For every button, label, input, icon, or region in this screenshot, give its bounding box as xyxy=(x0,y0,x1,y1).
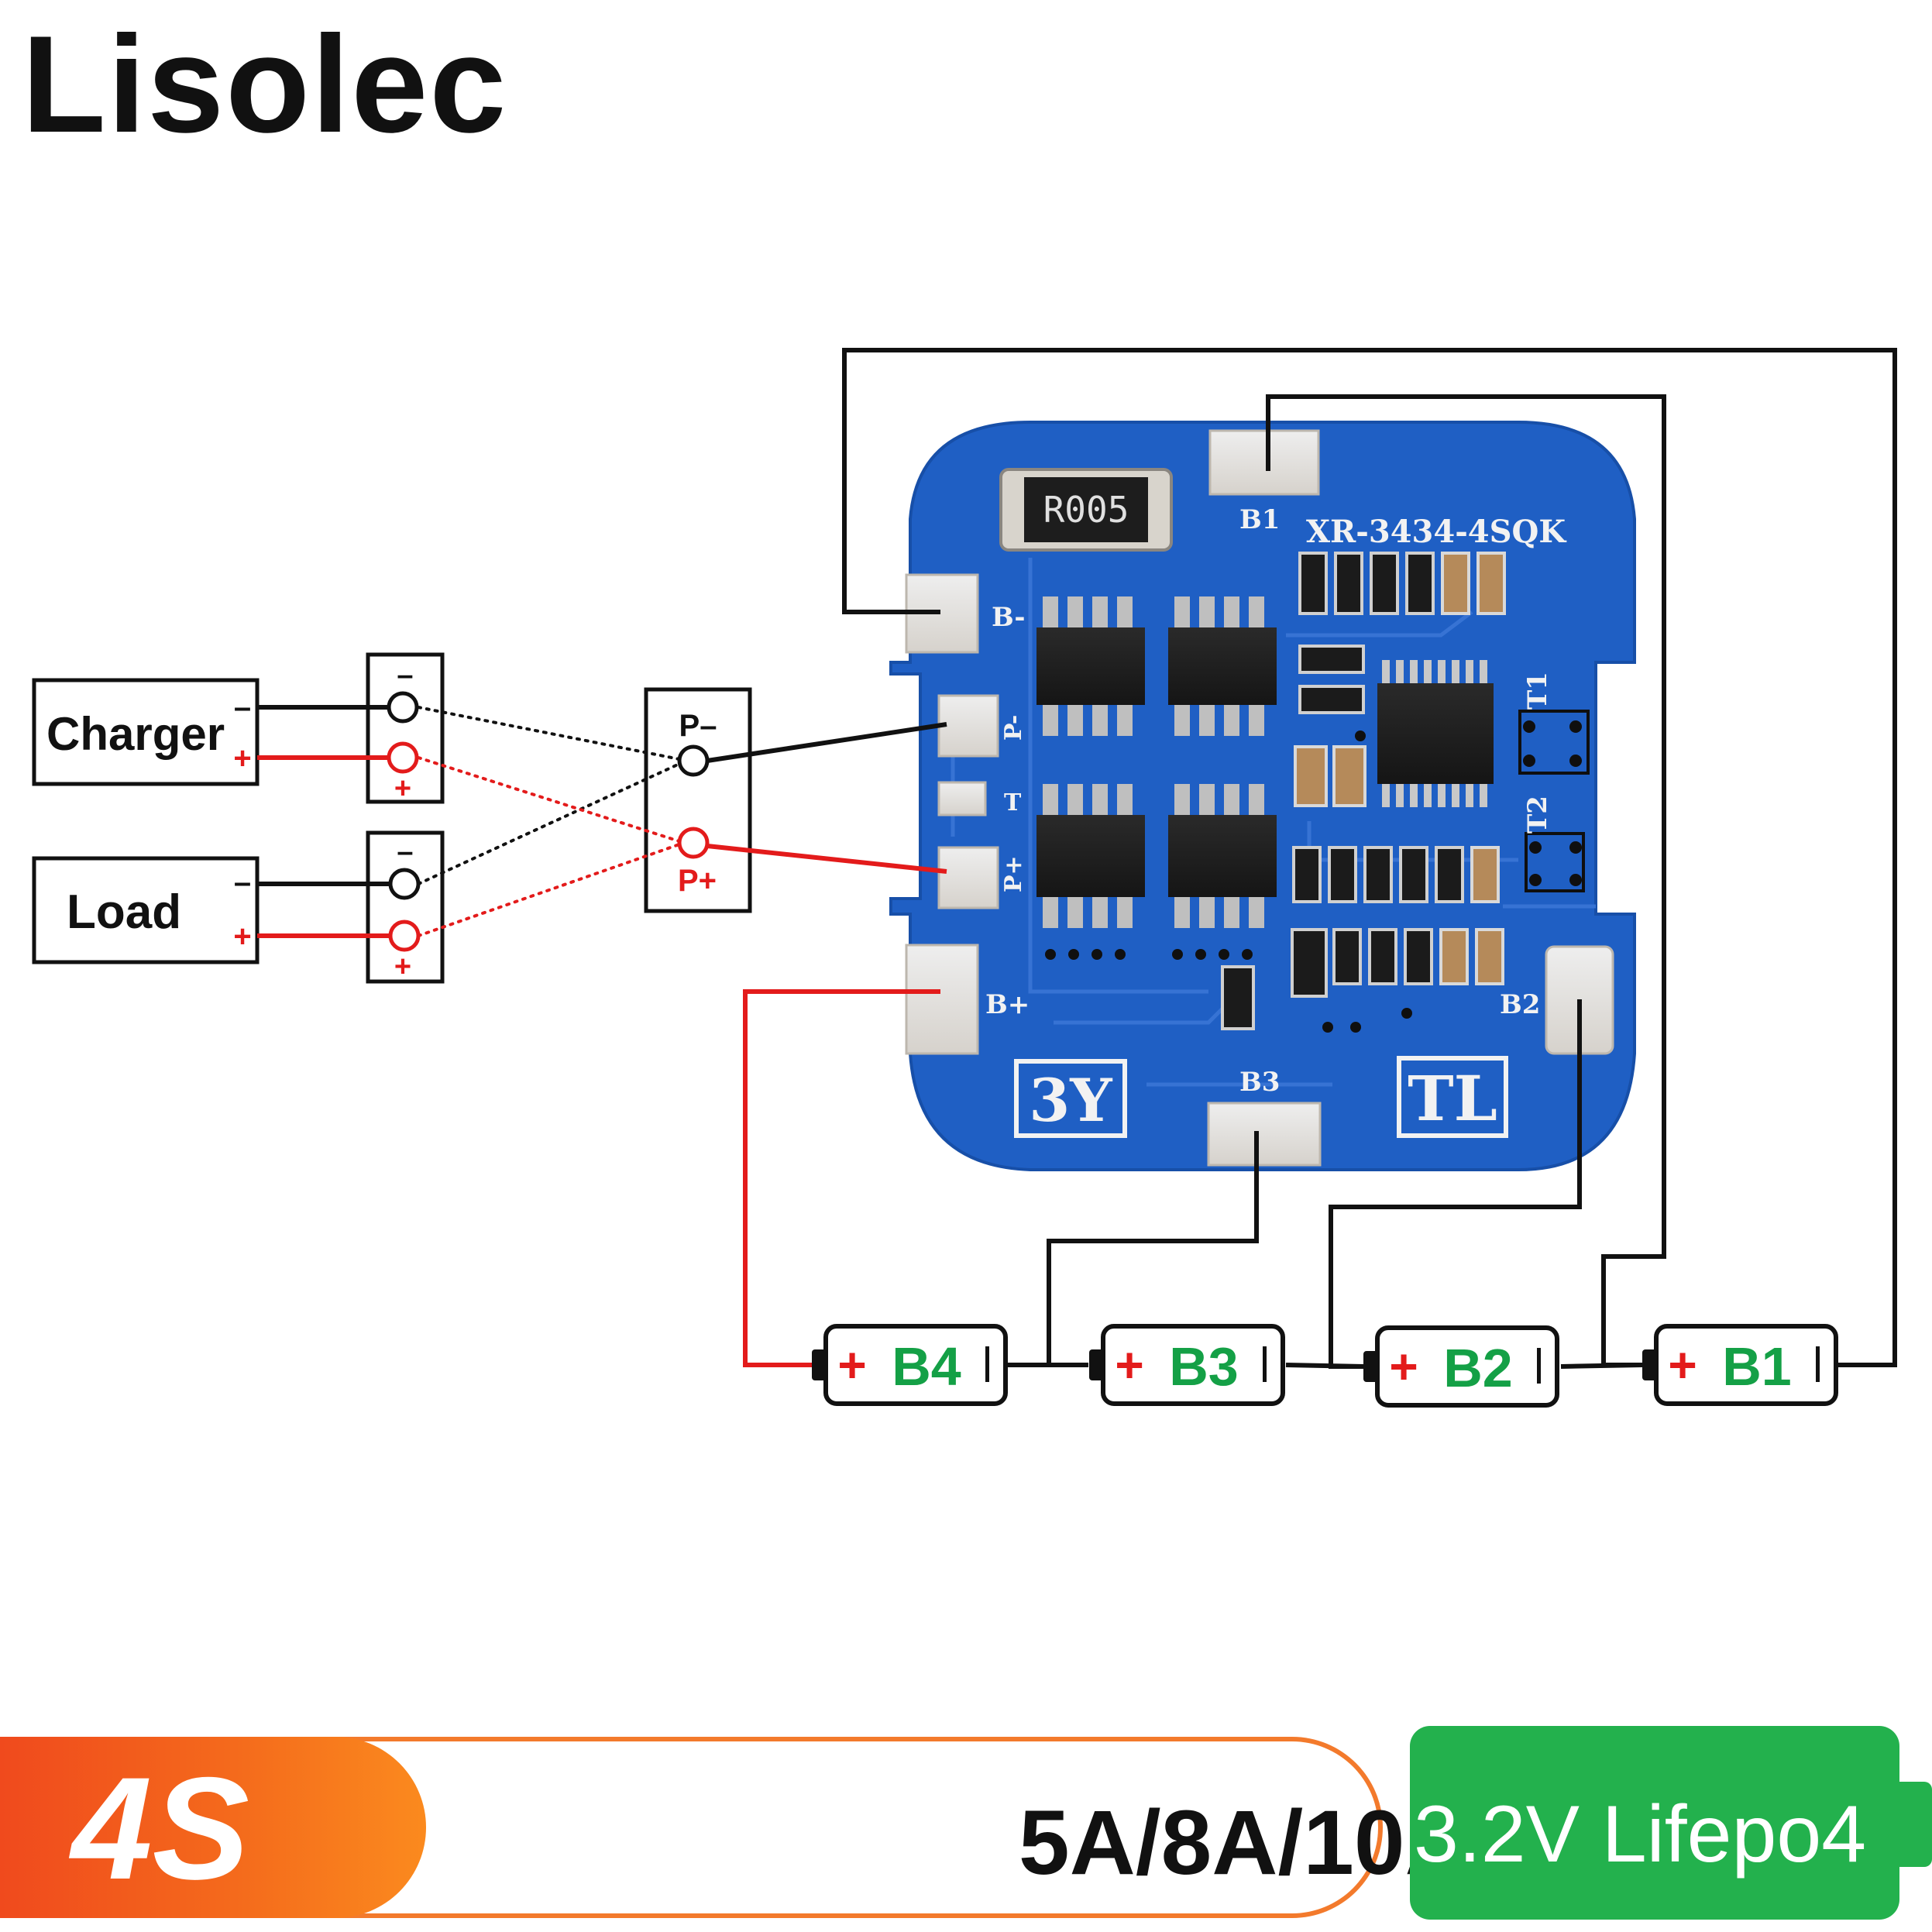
protection-ic xyxy=(1377,660,1494,807)
cell-b1-plus: + xyxy=(1668,1337,1697,1393)
chemistry-text: 3.2V Lifepo4 xyxy=(1414,1789,1867,1879)
load-plus-sign: + xyxy=(233,920,251,954)
sense-resistor: R005 xyxy=(999,468,1173,552)
mosfet-3 xyxy=(1036,784,1145,928)
resistor-code: R005 xyxy=(1043,489,1129,531)
terminal-p-minus-post xyxy=(677,744,710,777)
silk-b2: B2 xyxy=(1500,989,1540,1020)
silk-b3: B3 xyxy=(1239,1067,1280,1098)
series-tag: 4S xyxy=(0,1737,426,1918)
dot-load-plus-to-p-plus xyxy=(417,843,681,937)
cell-b1-label: B1 xyxy=(1722,1336,1791,1397)
mosfet-array xyxy=(1036,596,1277,960)
board-logo-3y-text: 3Y xyxy=(1029,1066,1112,1135)
passive-components xyxy=(1221,552,1590,1033)
chemistry-badge xyxy=(1410,1726,1899,1920)
battery-cells: + B4 + B3 + B2 + B1 xyxy=(812,1324,1838,1408)
wire-cell-link-b2-b1 xyxy=(1560,1363,1643,1369)
wire-b-plus-to-b4 xyxy=(743,989,940,1367)
cell-b3: + B3 xyxy=(1089,1324,1285,1406)
mosfet-2 xyxy=(1168,596,1277,736)
spec-banner: 5A/8A/10A 4S xyxy=(0,1729,1471,1923)
silk-p-minus: P- xyxy=(1000,715,1027,741)
cell-b3-label: B3 xyxy=(1169,1336,1238,1397)
terminal-p-plus-label: P+ xyxy=(678,864,717,898)
bms-board: R005 xyxy=(889,421,1636,1171)
cell-b4-label: B4 xyxy=(892,1336,961,1397)
charger-post-minus xyxy=(387,691,419,724)
brand-logo-text: Lisolec xyxy=(22,7,508,161)
pad-p-minus xyxy=(937,694,999,758)
charger-term-minus: – xyxy=(397,659,413,692)
charger-minus-sign: – xyxy=(234,690,251,724)
output-terminal-block: P– P+ xyxy=(644,687,752,913)
pad-b3 xyxy=(1207,1102,1322,1167)
cell-b4-plus: + xyxy=(837,1337,866,1393)
terminal-p-plus-post xyxy=(677,827,710,859)
silk-chip-model: XR-3434-4SQK xyxy=(1306,514,1566,550)
charger-post-plus xyxy=(387,741,419,774)
wire-cell-link-b3-b2 xyxy=(1285,1363,1364,1369)
cell-b4: + B4 xyxy=(812,1324,1008,1406)
silk-t2: T2 xyxy=(1522,796,1553,834)
board-logo-tl-text: TL xyxy=(1408,1062,1497,1135)
charger-plus-sign: + xyxy=(233,741,251,775)
load-block: Load – + xyxy=(32,856,260,964)
current-rating: 5A/8A/10A xyxy=(1019,1792,1471,1894)
load-post-plus xyxy=(388,920,421,952)
mosfet-1 xyxy=(1036,596,1145,736)
load-minus-sign: – xyxy=(234,865,251,899)
charger-term-plus: + xyxy=(394,772,411,805)
pad-t xyxy=(937,781,987,816)
series-count: 4S xyxy=(71,1747,249,1910)
terminal-p-minus-label: P– xyxy=(679,709,717,743)
cell-b2-label: B2 xyxy=(1443,1338,1512,1398)
wire-p-minus-to-board xyxy=(706,722,947,763)
balance-wiring xyxy=(842,348,1897,1369)
charger-label: Charger xyxy=(46,708,225,760)
cell-b1: + B1 xyxy=(1642,1324,1838,1406)
wire-b-minus-to-b1 xyxy=(842,348,1897,1367)
dot-charger-plus-to-p-plus xyxy=(417,756,681,843)
cell-b3-plus: + xyxy=(1115,1337,1143,1393)
load-post-minus xyxy=(388,868,421,900)
silk-t: T xyxy=(1004,789,1022,816)
banner-frame: 5A/8A/10A xyxy=(325,1737,1471,1918)
silk-t1: T1 xyxy=(1522,672,1553,710)
silk-b1: B1 xyxy=(1239,504,1280,535)
charger-connector: – + xyxy=(366,652,445,805)
chemistry-badge-nub xyxy=(1898,1782,1932,1867)
dot-charger-minus-to-p-minus xyxy=(417,706,681,761)
dot-load-minus-to-p-minus xyxy=(417,762,681,885)
board-logo-tl: TL xyxy=(1397,1056,1508,1138)
pad-b1 xyxy=(1208,429,1320,496)
load-term-minus: – xyxy=(397,836,413,868)
cell-b2-plus: + xyxy=(1389,1339,1418,1394)
load-label: Load xyxy=(67,885,181,939)
dotted-links xyxy=(417,706,681,937)
pad-b-plus xyxy=(905,944,979,1055)
silk-b-minus: B- xyxy=(992,602,1025,633)
board-logo-3y: 3Y xyxy=(1014,1059,1127,1138)
wire-p-plus-to-board xyxy=(706,844,947,874)
charger-block: Charger – + xyxy=(32,678,260,786)
silk-b-plus: B+ xyxy=(985,989,1030,1020)
load-connector: – + xyxy=(366,830,445,984)
mosfet-4 xyxy=(1168,784,1277,928)
load-term-plus: + xyxy=(394,951,411,983)
cell-b2: + B2 xyxy=(1363,1325,1559,1408)
pad-p-plus xyxy=(937,846,999,909)
silk-p-plus: P+ xyxy=(1000,855,1027,892)
